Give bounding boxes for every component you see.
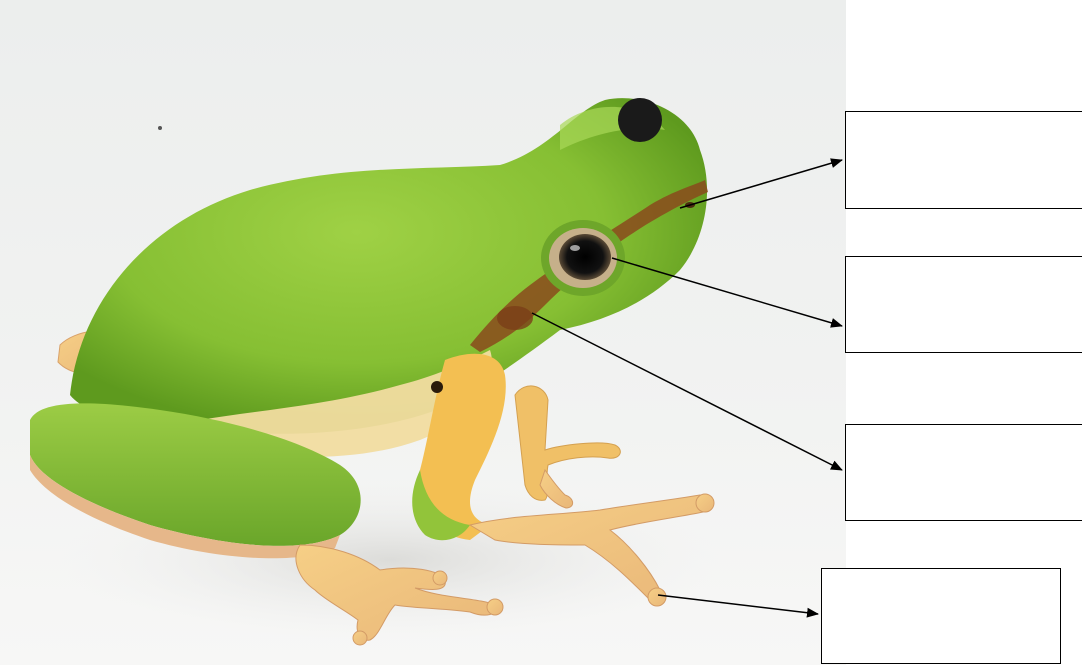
label-box-3[interactable]	[845, 424, 1082, 521]
eye-bump	[618, 98, 662, 142]
label-box-1[interactable]	[845, 111, 1082, 209]
arrow-4	[658, 595, 818, 614]
label-box-2[interactable]	[845, 256, 1082, 353]
label-box-4[interactable]	[821, 568, 1061, 664]
background-speck	[158, 126, 162, 130]
tympanum	[497, 306, 533, 330]
far-front-foot	[515, 386, 620, 500]
body-spot	[431, 381, 443, 393]
